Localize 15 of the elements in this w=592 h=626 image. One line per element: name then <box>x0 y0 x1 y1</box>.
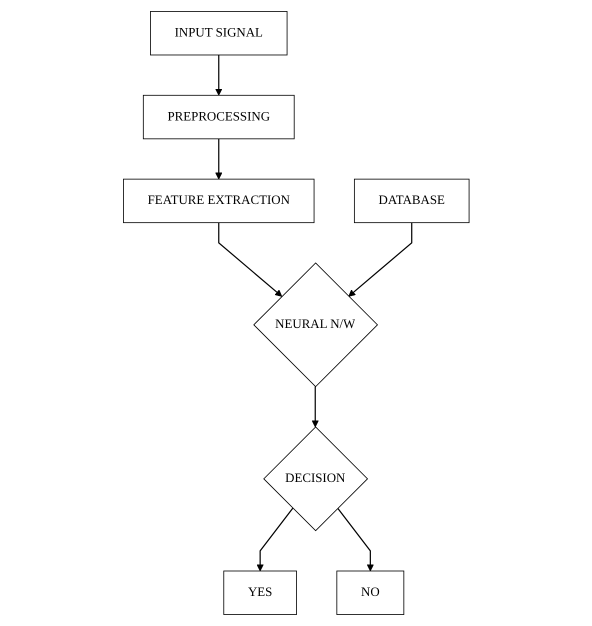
arrow <box>214 138 222 180</box>
node-box: PREPROCESSING <box>142 94 294 140</box>
node-box: DATABASE <box>354 178 470 224</box>
node-diamond: DECISION <box>262 426 368 532</box>
arrow <box>218 222 282 297</box>
node-box: YES <box>223 570 297 615</box>
arrow <box>214 54 222 96</box>
node-box: INPUT SIGNAL <box>150 11 288 56</box>
arrow <box>336 508 374 572</box>
node-diamond: NEURAL N/W <box>252 262 378 388</box>
arrow <box>256 508 293 572</box>
arrow <box>348 222 412 297</box>
node-box: NO <box>336 570 404 615</box>
arrow <box>311 386 319 428</box>
node-box: FEATURE EXTRACTION <box>122 178 314 224</box>
